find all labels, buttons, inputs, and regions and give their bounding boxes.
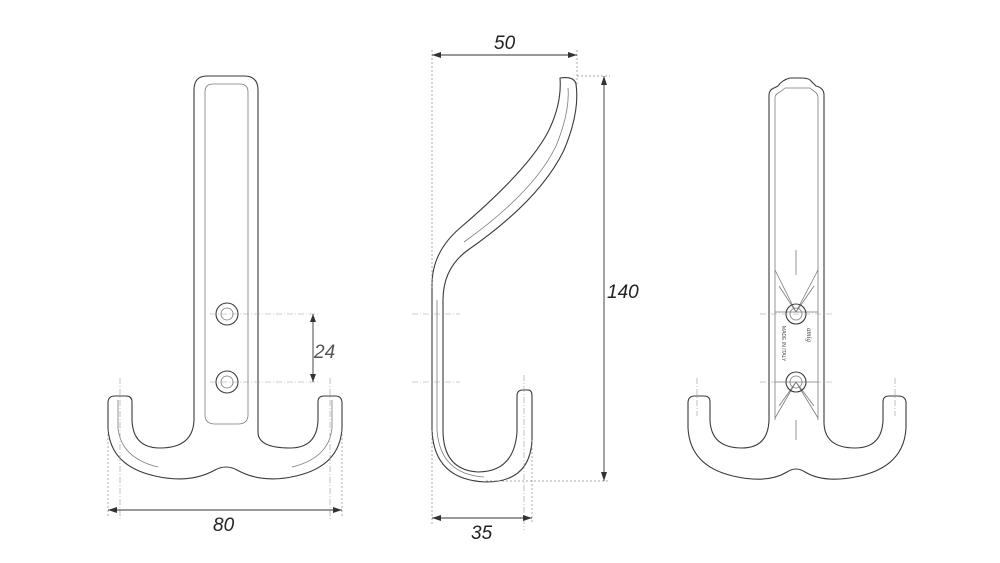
overall-height-label: 140 [607, 282, 639, 303]
top-projection-label: 50 [494, 33, 516, 54]
back-view-outline [687, 77, 907, 480]
front-view-hook [107, 395, 343, 480]
hook-depth-label: 35 [471, 523, 493, 544]
overall-width-label: 80 [213, 515, 235, 536]
back-view: MADE IN ITALY amig [687, 77, 907, 480]
hole-spacing-label: 24 [313, 342, 335, 363]
made-in-italy-marking: MADE IN ITALY [780, 326, 786, 362]
side-view: 50 140 35 [412, 33, 639, 544]
front-view-shank [193, 75, 259, 433]
brand-logo-mark: amig [805, 328, 813, 343]
front-view: 24 80 [107, 75, 343, 536]
side-view-profile [431, 77, 578, 483]
